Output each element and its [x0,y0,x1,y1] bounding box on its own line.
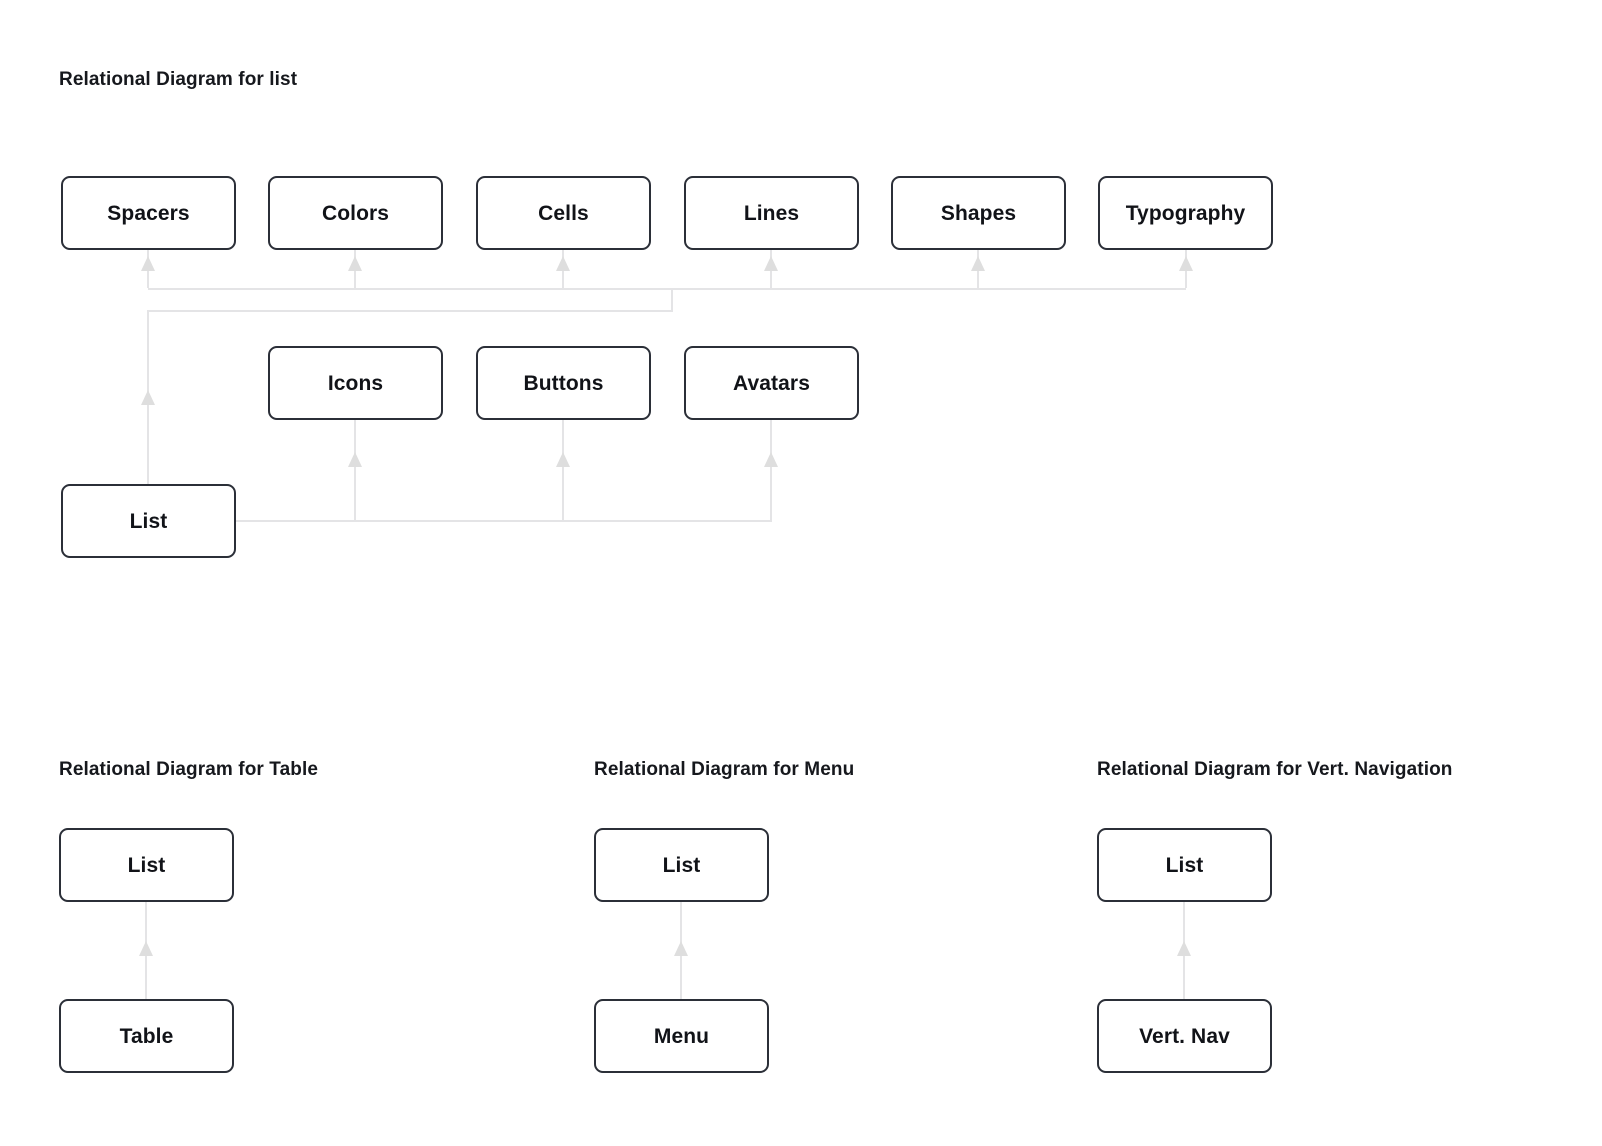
node-buttons[interactable]: Buttons [476,346,651,420]
arrowhead-icon-spacers [141,256,155,271]
node-label: Typography [1125,201,1246,225]
node-menu[interactable]: Menu [594,999,769,1073]
page-title-list-diagram: Relational Diagram for list [59,69,298,90]
node-label: List [127,853,166,877]
arrowhead-icon-typography [1179,256,1193,271]
node-label: List [1165,853,1204,877]
node-list[interactable]: List [61,484,236,558]
arrowhead-icon-cells [556,256,570,271]
arrowhead-icon-lines [764,256,778,271]
edge-bus-return [148,310,672,312]
page-title-table-diagram: Relational Diagram for Table [59,759,319,780]
node-menu-diagram-list[interactable]: List [594,828,769,902]
node-label: Cells [538,201,589,225]
node-label: List [662,853,701,877]
node-label: Vert. Nav [1139,1024,1230,1048]
node-label: Shapes [940,201,1017,225]
node-label: Icons [327,371,384,395]
node-label: List [129,509,168,533]
node-shapes[interactable]: Shapes [891,176,1066,250]
node-label: Colors [321,201,390,225]
arrowhead-icon-colors [348,256,362,271]
arrowhead-icon-table [139,941,153,956]
edge-list-fanout [236,520,772,522]
node-table[interactable]: Table [59,999,234,1073]
node-label: Table [119,1024,174,1048]
node-vert-nav[interactable]: Vert. Nav [1097,999,1272,1073]
edge-list-to-icons [354,420,356,521]
page-title-menu-diagram: Relational Diagram for Menu [594,759,855,780]
arrowhead-icon-list-riser [141,390,155,405]
node-lines[interactable]: Lines [684,176,859,250]
edge-bus-top [148,288,1186,290]
node-icons[interactable]: Icons [268,346,443,420]
edge-list-to-buttons [562,420,564,521]
node-spacers[interactable]: Spacers [61,176,236,250]
arrowhead-icon-buttons [556,452,570,467]
node-cells[interactable]: Cells [476,176,651,250]
node-avatars[interactable]: Avatars [684,346,859,420]
page-title-vertnav-diagram: Relational Diagram for Vert. Navigation [1097,759,1453,780]
arrowhead-icon-avatars [764,452,778,467]
edge-bus-drop [671,288,673,312]
node-typography[interactable]: Typography [1098,176,1273,250]
node-vertnav-diagram-list[interactable]: List [1097,828,1272,902]
node-label: Lines [743,201,800,225]
node-label: Spacers [107,201,190,225]
edge-list-to-avatars [770,420,772,521]
node-table-diagram-list[interactable]: List [59,828,234,902]
arrowhead-icon-shapes [971,256,985,271]
arrowhead-icon-menu [674,941,688,956]
node-label: Buttons [523,371,604,395]
node-label: Menu [653,1024,710,1048]
arrowhead-icon-icons [348,452,362,467]
arrowhead-icon-vertnav [1177,941,1191,956]
node-colors[interactable]: Colors [268,176,443,250]
node-label: Avatars [733,371,810,395]
